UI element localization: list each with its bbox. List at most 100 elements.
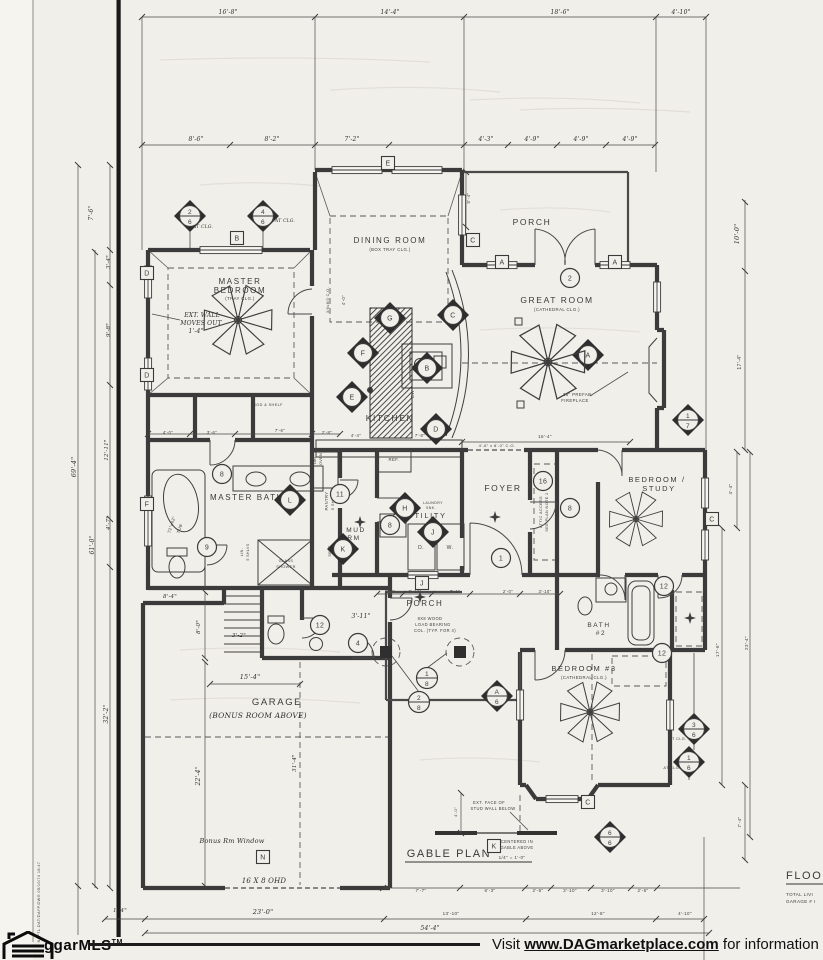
plan-marker-c: 8 [559, 497, 581, 519]
marker-text: A [495, 689, 500, 696]
room-label-porch: PORCH [513, 217, 552, 227]
room-label-bedroom-study: BEDROOM / [628, 475, 685, 484]
marker-text: K [340, 547, 345, 554]
marker-text: N [260, 855, 265, 862]
room-label-foyer: FOYER [484, 483, 521, 493]
dimension-label: 4'-9" [572, 136, 588, 143]
garage-note: (BONUS ROOM ABOVE) [209, 711, 307, 720]
marker-text: C [470, 238, 475, 245]
marker-text: 2 [568, 276, 572, 283]
dimension-label: 2'-0" [503, 589, 513, 594]
ceiling-note: AT CLG. [669, 737, 686, 741]
dimension-label: 17'-6" [715, 643, 720, 657]
dimension-label: 4'-9" [621, 136, 637, 143]
dimension-label: 3'-10" [601, 888, 615, 893]
marker-text: 11 [336, 492, 344, 499]
marketplace-link[interactable]: www.DAGmarketplace.com [524, 936, 719, 953]
attic-access-note: SEE PLAN NOTE 2 [545, 492, 549, 531]
room-label-bath-2: BATH [587, 622, 610, 629]
marker-text: C [450, 313, 455, 320]
pantry-label: PANTRY [324, 492, 329, 511]
dimension-label: 9'-8" [106, 323, 112, 337]
column-note: LOAD BEARING [415, 622, 451, 627]
window-note: Bonus Rm Window [198, 837, 264, 845]
column-note: 8X8 WOOD [418, 616, 443, 621]
marker-text: H [402, 506, 407, 513]
dimension-label: 16'-4" [538, 434, 552, 439]
marker-text: A [612, 260, 617, 267]
dimension-label: 61'-0" [89, 535, 96, 554]
linen-label: LIN. [240, 548, 244, 557]
sheet-margin [0, 0, 33, 960]
ceiling-note: AT CLG. [663, 766, 680, 770]
marker-text: 2 [188, 209, 192, 216]
tub-label: TUB [176, 523, 184, 534]
plan-marker-dl: B [411, 352, 443, 384]
plan-marker-d: 46 [247, 200, 279, 232]
marker-text: 12 [658, 651, 667, 658]
plan-marker-dl: C [437, 299, 469, 331]
dimension-lines [77, 16, 751, 960]
porch-column [454, 646, 466, 658]
dimension-label: 54'-4" [420, 925, 439, 932]
room-label-utility: UTILITY [407, 511, 446, 520]
dimension-label: 4'-4" [351, 433, 361, 438]
marker-text: D [433, 427, 438, 434]
dimension-label: 3'-2" [232, 633, 246, 639]
house-icon [2, 931, 54, 959]
marker-text: 8 [220, 472, 224, 479]
dimension-label: 8'-0" [196, 620, 202, 634]
ceiling-note: AT CLG. [274, 218, 296, 224]
plan-marker-dl: D [420, 413, 452, 445]
ceiling-fan-symbol [552, 677, 628, 747]
oven-label: OVEN [319, 453, 323, 465]
dimension-label: 1'-4" [113, 908, 127, 914]
dimension-label: 32'-2" [103, 704, 110, 723]
washer-label: W. [447, 545, 454, 551]
dimension-label: 4'-10" [678, 911, 692, 916]
marker-text: 8 [388, 523, 392, 530]
sheet-note: TOTAL LIVI [786, 892, 813, 897]
room-label-master-bath: MASTER BATH [210, 493, 284, 502]
dimension-label: 15'-4" [240, 673, 261, 681]
plan-marker-d: 66 [594, 821, 626, 853]
marker-text: B [424, 366, 429, 373]
plan-marker-b: N [255, 849, 271, 865]
dimension-label: 4'-0" [163, 430, 173, 435]
marker-text: 2 [417, 695, 421, 702]
dimension-label: 31'-4" [292, 754, 298, 772]
plan-marker-dl: J [417, 516, 449, 548]
marker-text: 9 [205, 545, 209, 552]
dimension-label: 10'-0" [733, 224, 741, 245]
marker-text: B [234, 236, 239, 243]
marker-text: F [361, 351, 366, 358]
porch-column [380, 646, 392, 658]
room-label-garage: GARAGE [252, 697, 302, 708]
sheet-frame [32, 0, 121, 942]
ceiling-note: (BOX TRAY CLG.) [369, 247, 411, 252]
plan-marker-c: 8 [211, 463, 233, 485]
plan-marker-b: C [465, 232, 481, 248]
plan-marker-c: 16 [532, 470, 554, 492]
plan-marker-dl: L [274, 484, 306, 516]
marker-text: A [499, 260, 504, 267]
marker-text: 1 [499, 556, 503, 563]
plan-marker-dl: H [389, 492, 421, 524]
marker-text: K [491, 844, 496, 851]
dimension-label: 6'-3" [485, 888, 496, 893]
dimension-label: 7'-1" [450, 589, 460, 594]
room-label-master-bedroom: BEDROOM [214, 286, 267, 295]
marker-text: 4 [356, 641, 360, 648]
plan-marker-c: 2 [559, 267, 581, 289]
dimension-label: 14'-4" [380, 9, 399, 16]
ceiling-note: (TRAY CLG.) [225, 296, 255, 301]
marker-text: 7 [686, 423, 690, 430]
marker-text: 1 [687, 755, 691, 762]
dimension-label: 5'-4" [466, 193, 471, 204]
plan-marker-b: K [486, 838, 502, 854]
plan-marker-cs: 18 [415, 666, 439, 690]
dimension-label: 17'-4" [737, 354, 743, 369]
gable-note: CENTERED IN [501, 839, 533, 844]
plan-marker-b: B [229, 230, 245, 246]
